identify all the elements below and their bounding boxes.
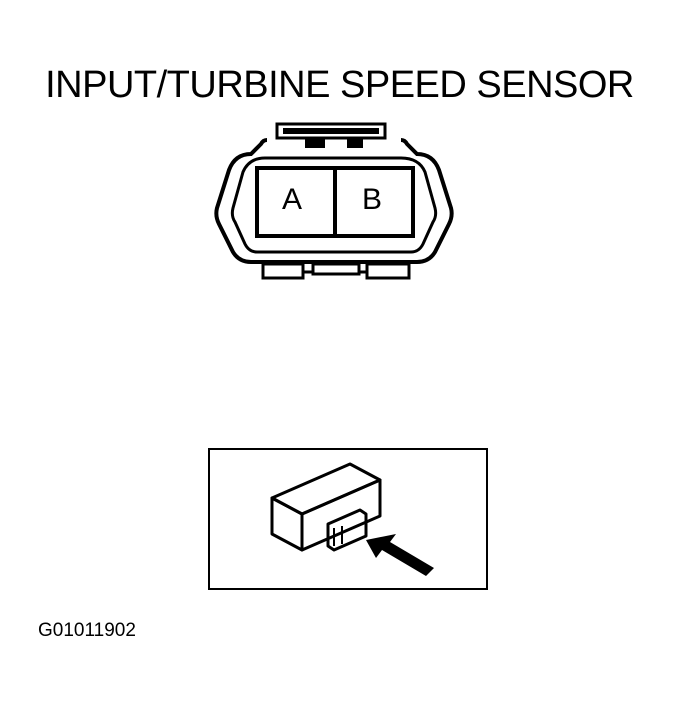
figure-id: G01011902 (38, 620, 136, 641)
view-direction-arrow-icon (366, 534, 434, 576)
view-indicator-box (208, 448, 488, 590)
pin-label-b: B (361, 183, 382, 216)
connector-body-icon (270, 462, 382, 552)
pin-label-a: A (281, 183, 302, 216)
diagram-title: INPUT/TURBINE SPEED SENSOR (45, 64, 634, 106)
connector-face-icon (214, 122, 454, 280)
